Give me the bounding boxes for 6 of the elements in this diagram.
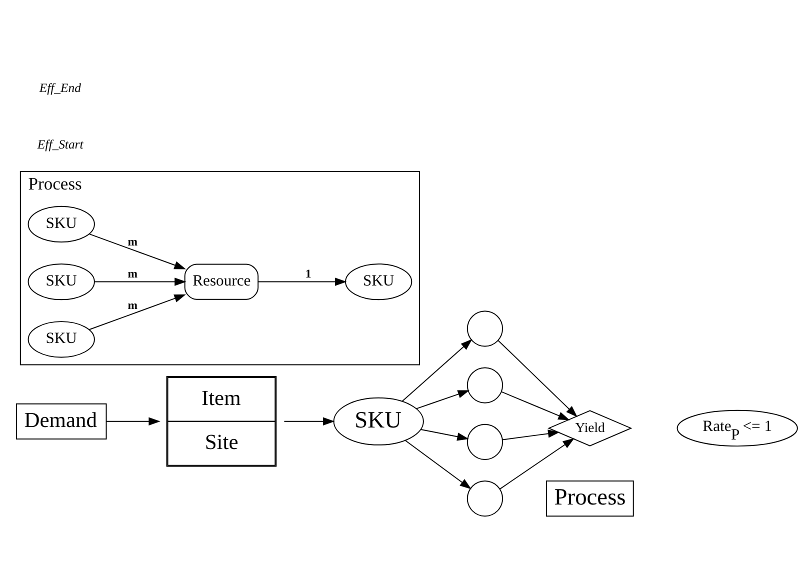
edge-label: m [128,234,138,248]
edge-label: 1 [305,267,312,280]
label: Eff_Start [37,136,84,151]
label: Eff_End [39,80,81,94]
edge-label: m [128,267,138,280]
edge-label: m [128,298,138,312]
